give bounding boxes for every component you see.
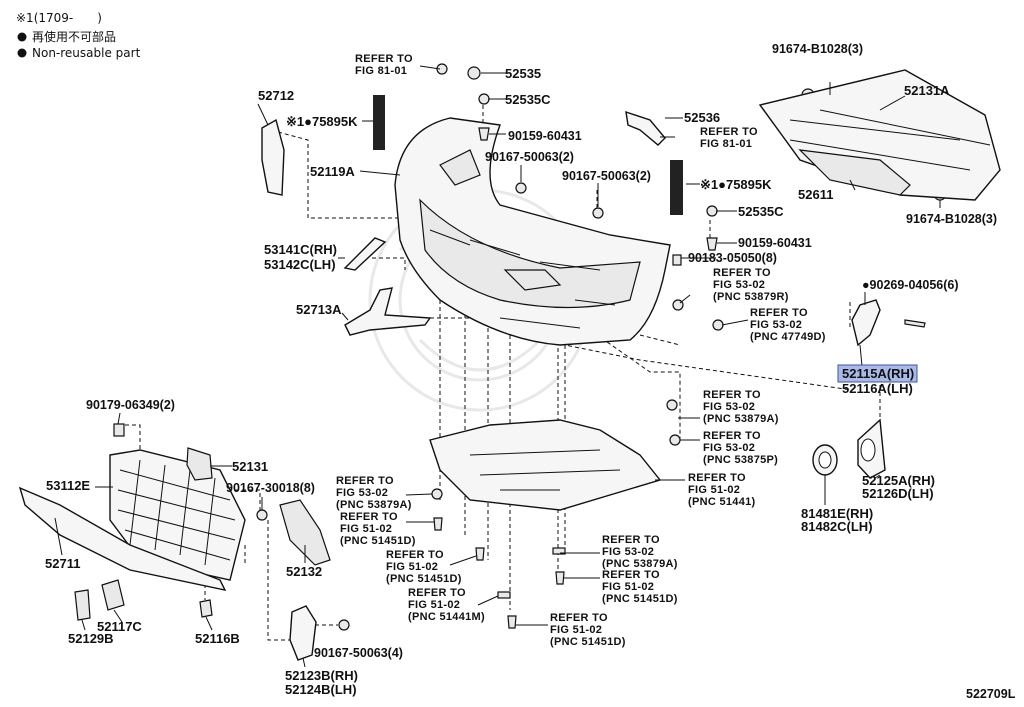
label-90167-2a: 90167-50063(2) [485,150,574,164]
diagram-id: 522709L [966,687,1016,701]
label-90167-2b: 90167-50063(2) [562,169,651,183]
label-52131: 52131 [232,459,268,474]
label-91674-bottom: 91674-B1028(3) [906,212,997,226]
vent-75895K-right [670,160,683,215]
legend-jp: 再使用不可部品 [32,29,116,44]
part-52123B [289,605,317,661]
label-52125A: 52125A(RH) [862,473,935,488]
label-90159-mid: 90159-60431 [738,236,812,250]
molding-52711 [18,486,227,591]
legend-note: ※1(1709- ) [16,11,102,25]
bullet-icon [17,32,27,42]
garnish-53141C [343,237,387,271]
label-52131A: 52131A [904,83,950,98]
leader-lines [54,65,941,668]
label-52115A: 52115A(RH) [842,366,914,381]
label-52129B: 52129B [68,631,114,646]
label-81481E: 81481E(RH) [801,506,873,521]
label-52535C-top: 52535C [505,92,551,107]
part-52132 [279,499,331,566]
part-52129B [74,589,91,621]
label-52116B: 52116B [195,631,240,646]
label-90167-8: 90167-30018(8) [226,481,315,495]
label-52713A: 52713A [296,302,342,317]
bracket-52536 [625,110,666,146]
highlight-box [837,364,918,383]
label-91674-top: 91674-B1028(3) [772,42,863,56]
bumper-cover [394,117,671,346]
label-90269: ●90269-04056(6) [862,278,959,292]
label-53141C: 53141C(RH) [264,242,337,257]
label-52123B: 52123B(RH) [285,668,358,683]
label-52536: 52536 [684,110,720,125]
undercover [429,419,662,511]
label-52711: 52711 [45,556,80,571]
absorber-52611 [798,149,911,196]
grille-53112E [109,449,246,581]
label-52132: 52132 [286,564,322,579]
label-52117C: 52117C [97,619,142,634]
part-52131 [186,447,213,481]
bracket-52712 [261,118,285,196]
label-52535C-mid: 52535C [738,204,784,219]
label-90159-top: 90159-60431 [508,129,582,143]
label-53142C: 53142C(LH) [264,257,336,272]
label-52126D: 52126D(LH) [862,486,934,501]
label-52611: 52611 [798,187,833,202]
part-52117C [101,579,125,611]
label-90167-4: 90167-50063(4) [314,646,403,660]
part-52116B [199,599,213,618]
grille-mesh [117,459,236,566]
bullet-icon [17,48,27,58]
label-75895K-left: ※1●75895K [286,114,358,129]
undercover-detail [469,449,621,491]
label-52119A: 52119A [310,164,355,179]
part-labels: 52535 52535C 52536 52712 ※1●75895K 90159… [45,42,1016,701]
reinforcement-detail [789,109,991,171]
bracket-52115A [851,299,881,347]
label-75895K-right: ※1●75895K [700,177,772,192]
legend: ※1(1709- ) 再使用不可部品 Non-reusable part [16,11,141,60]
label-90179: 90179-06349(2) [86,398,175,412]
label-52712: 52712 [258,88,294,103]
label-90183: 90183-05050(8) [688,251,777,265]
label-52535: 52535 [505,66,541,81]
label-52124B: 52124B(LH) [285,682,357,697]
label-81482C: 81482C(LH) [801,519,873,534]
spoiler-52713A [344,287,432,336]
legend-en: Non-reusable part [32,46,141,60]
label-52116A: 52116A(LH) [842,381,913,396]
vent-75895K-left [373,95,385,150]
label-53112E: 53112E [46,478,90,493]
